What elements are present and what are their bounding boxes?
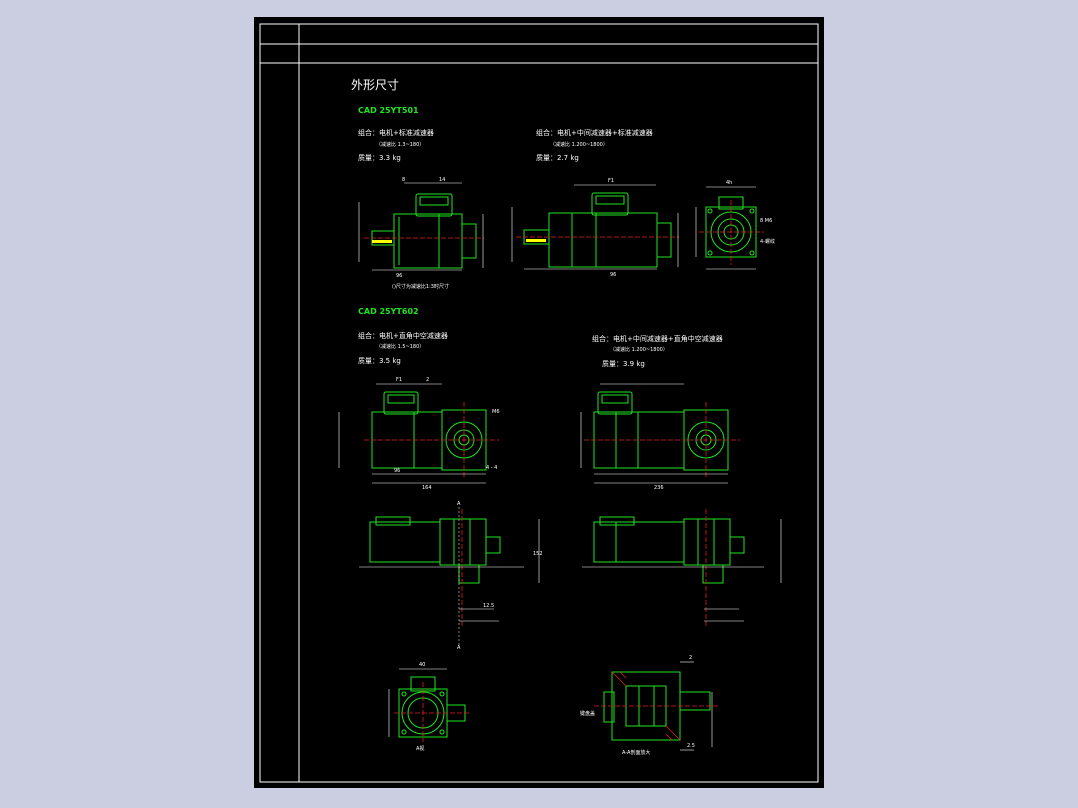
section1-left-weight: 质量：3.3 kg (358, 153, 401, 162)
s2a-dim-d: 96 (394, 468, 400, 474)
section1-model: CAD 25YT501 (358, 106, 419, 115)
s2a-dim-g: 4 - 4 (486, 465, 497, 471)
s2c-dim-a: A (457, 501, 461, 507)
s1b-dim-b: 96 (610, 272, 616, 278)
s2-top-view-b: 236 (580, 383, 740, 491)
bottom-a-view: 40 A视 (388, 662, 469, 752)
s2a-dim-b: 2 (426, 377, 429, 383)
section2-right-caption: 组合：电机+中间减速器+直角中空减速器 (592, 334, 723, 343)
bottom-section-dim-b: 2.5 (687, 743, 695, 749)
s2c-dim-c: A (457, 645, 461, 651)
section1-right-weight: 质量：2.7 kg (536, 153, 579, 162)
s2a-dim-e: 164 (422, 485, 432, 491)
s2a-dim-c: M6 (492, 409, 500, 415)
section2-right-ratio: （减速比 1.200~1800） (610, 346, 668, 353)
section2-right-weight: 质量：3.9 kg (602, 359, 645, 368)
bottom-section-cover: 键盘盖 (580, 710, 595, 717)
drawing-sheet: 外形尺寸 CAD 25YT501 组合：电机+标准减速器 （减速比 1.3~18… (254, 17, 824, 788)
drawing-title: 外形尺寸 (351, 78, 399, 92)
s2a-dim-a: F1 (396, 377, 402, 383)
drawing-frame (259, 23, 819, 783)
bottom-a-label: A视 (416, 745, 424, 752)
section1-left-caption: 组合：电机+标准减速器 (358, 128, 434, 137)
section1-left-ratio: （减速比 1.3~180） (376, 141, 424, 148)
s2b-dim-f: 236 (654, 485, 664, 491)
s1e-dim-a: 4h (726, 180, 732, 186)
s1b-dim-a: F1 (608, 178, 614, 184)
section1-right-caption: 组合：电机+中间减速器+标准减速器 (536, 128, 653, 137)
s2c-dim-b: 152 (533, 551, 543, 557)
bottom-section-view: 2 2.5 A-A剖面放大 键盘盖 (580, 655, 719, 756)
cad-drawing: 外形尺寸 CAD 25YT501 组合：电机+标准减速器 （减速比 1.3~18… (259, 23, 819, 783)
section1-note: ()尺寸为减速比1:3时尺寸 (392, 283, 449, 290)
bottom-section-dim-a: 2 (689, 655, 692, 661)
section2-model: CAD 25YT602 (358, 307, 419, 316)
s1-dim-a: 8 (402, 177, 405, 183)
s1e-dim-b: 8 M6 (760, 218, 772, 224)
s2c-dim-d: 12.5 (483, 603, 494, 609)
s1-side-view-b: F1 96 (511, 178, 679, 278)
s1-dim-c: 96 (396, 273, 402, 279)
s2-front-view-a: A 152 A 12.5 (359, 501, 543, 651)
section2-left-weight: 质量：3.5 kg (358, 356, 401, 365)
section1-right-ratio: （减速比 1.200~1800） (550, 141, 608, 148)
s1-side-view-a: 8 14 96 (358, 177, 484, 279)
s2-top-view-a: F1 2 M6 96 164 4 - 4 (338, 377, 500, 491)
section2-left-caption: 组合：电机+直角中空减速器 (358, 331, 448, 340)
s1-dim-b: 14 (439, 177, 445, 183)
s1e-dim-c: 4-螺纹 (760, 238, 775, 245)
s1-end-view: 4h 8 M6 4-螺纹 (695, 180, 775, 270)
bottom-section-label: A-A剖面放大 (622, 749, 650, 756)
bottom-a-dim-e: 40 (419, 662, 425, 668)
section2-left-ratio: （减速比 1.5~180） (376, 343, 424, 350)
s2-front-view-b (582, 509, 782, 627)
